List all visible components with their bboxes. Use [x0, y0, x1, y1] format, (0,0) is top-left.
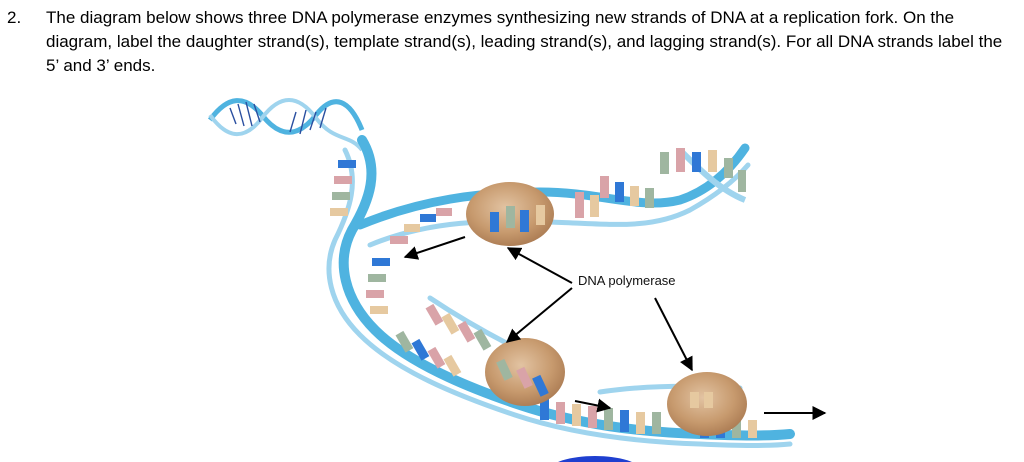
synthesis-arrow-lower	[574, 398, 612, 413]
question-text: The diagram below shows three DNA polyme…	[46, 8, 1003, 75]
enzyme-bases	[490, 205, 713, 408]
pointer-to-lower-right-polymerase	[654, 297, 693, 372]
question-number: 2.	[7, 8, 22, 27]
parental-helix-left	[207, 98, 365, 152]
synthesis-arrow-upper	[403, 236, 466, 260]
dna-polymerase-label: DNA polymerase	[578, 273, 676, 288]
pointer-to-lower-left-polymerase	[505, 287, 573, 343]
base-pairs-left	[330, 160, 452, 314]
bottom-cutoff-shape	[558, 456, 632, 462]
pointer-to-upper-polymerase	[506, 247, 573, 284]
base-pairs-upper-right	[575, 148, 746, 218]
